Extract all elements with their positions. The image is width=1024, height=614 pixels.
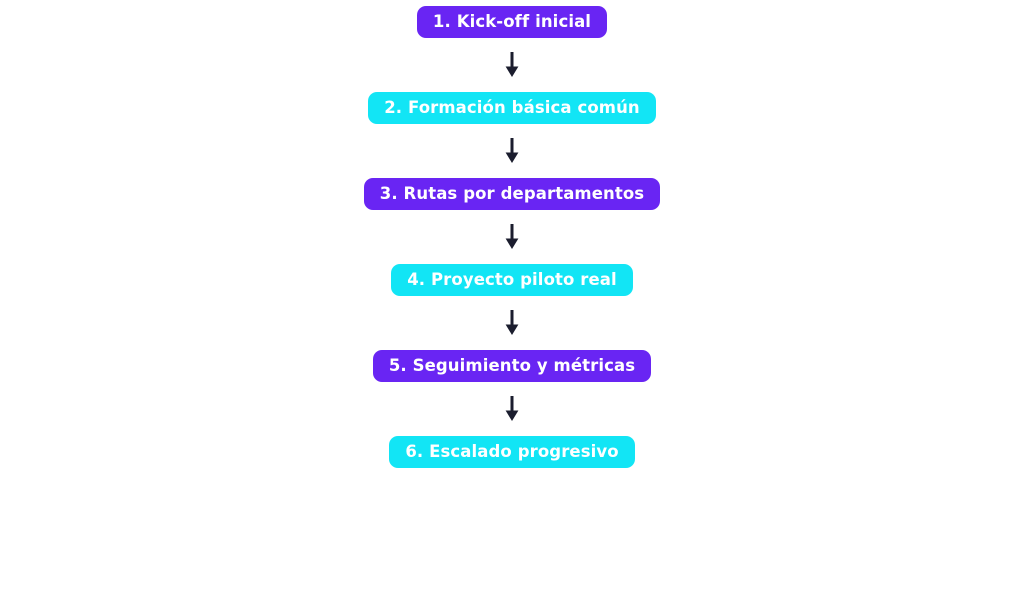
flowchart-connector-1-2 <box>502 38 522 92</box>
flowchart-node-4[interactable]: 4. Proyecto piloto real <box>391 264 633 296</box>
flowchart-node-2-label: 2. Formación básica común <box>384 97 640 117</box>
flowchart-connector-5-6 <box>502 382 522 436</box>
flowchart-node-6-label: 6. Escalado progresivo <box>405 441 619 461</box>
flowchart-node-4-label: 4. Proyecto piloto real <box>407 269 617 289</box>
flowchart-connector-2-3 <box>502 124 522 178</box>
flowchart-node-3[interactable]: 3. Rutas por departamentos <box>363 178 661 210</box>
flowchart-node-5[interactable]: 5. Seguimiento y métricas <box>372 350 652 382</box>
flowchart-node-1-label: 1. Kick-off inicial <box>432 11 592 31</box>
arrow-down-icon <box>505 138 519 163</box>
arrow-down-icon <box>505 396 519 421</box>
flowchart-connector-4-5 <box>502 296 522 350</box>
flowchart-node-3-label: 3. Rutas por departamentos <box>379 183 645 203</box>
flowchart-node-2[interactable]: 2. Formación básica común <box>368 92 656 124</box>
arrow-down-icon <box>505 224 519 249</box>
flowchart-node-5-label: 5. Seguimiento y métricas <box>388 355 636 375</box>
flowchart-node-6[interactable]: 6. Escalado progresivo <box>389 436 635 468</box>
arrow-down-icon <box>505 310 519 335</box>
flowchart-connector-3-4 <box>502 210 522 264</box>
arrow-down-icon <box>505 52 519 77</box>
flowchart-node-1[interactable]: 1. Kick-off inicial <box>416 6 608 38</box>
